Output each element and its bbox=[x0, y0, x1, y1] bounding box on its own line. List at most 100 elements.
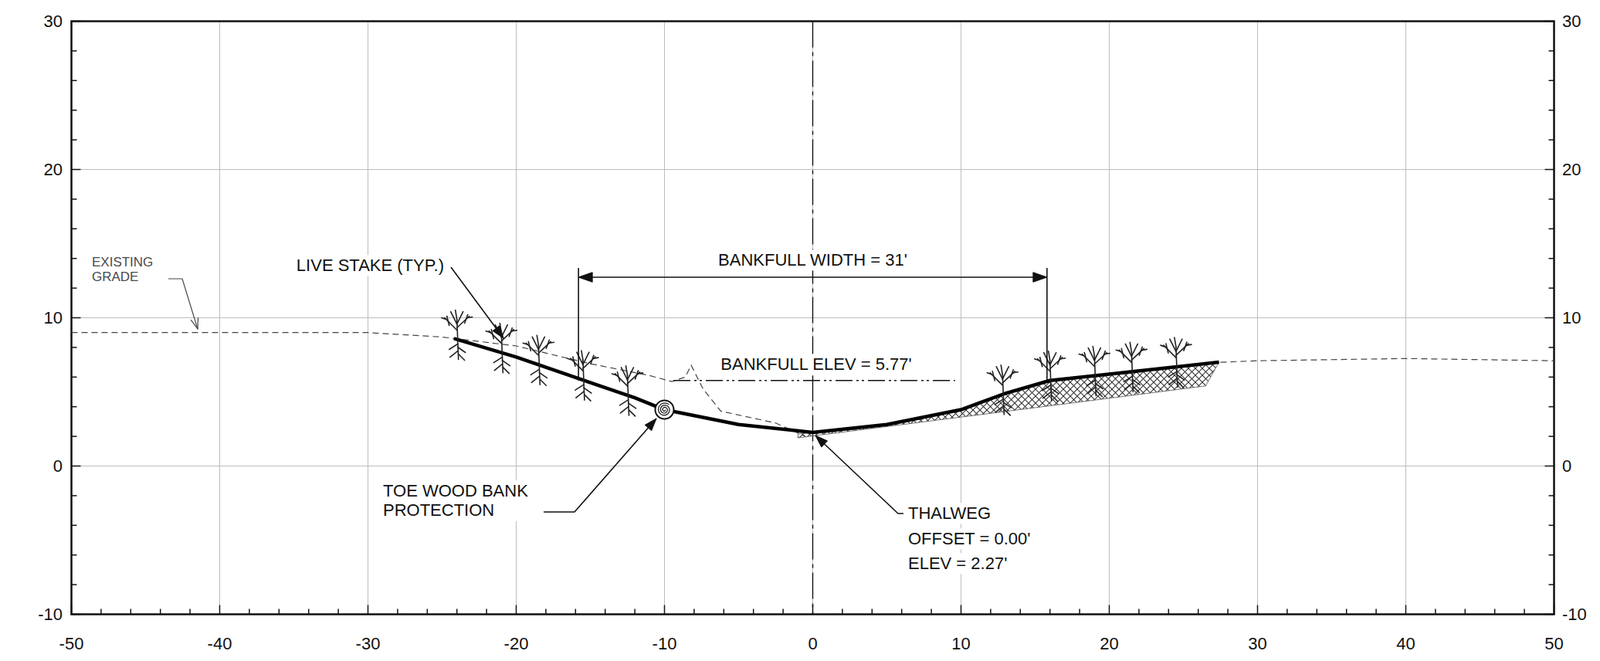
stake-stroke bbox=[1003, 402, 1011, 408]
stake-stroke bbox=[447, 316, 450, 326]
tick bbox=[1549, 138, 1555, 141]
tick bbox=[930, 609, 933, 615]
tick bbox=[71, 80, 78, 82]
stake-stroke bbox=[1043, 392, 1051, 399]
live-stake-symbol bbox=[1115, 342, 1147, 393]
tick bbox=[71, 554, 78, 556]
stake-stroke bbox=[1048, 351, 1051, 361]
stake-stroke bbox=[1003, 409, 1011, 416]
tick bbox=[278, 609, 281, 615]
tick bbox=[71, 406, 78, 408]
stake-stroke bbox=[635, 370, 639, 380]
leader-arrowhead bbox=[492, 325, 504, 339]
stake-stroke bbox=[620, 400, 629, 406]
tick bbox=[71, 228, 78, 231]
bankfull-width-label: BANKFULL WIDTH = 31' bbox=[715, 249, 910, 271]
stake-stroke bbox=[1002, 374, 1004, 415]
tick bbox=[1545, 317, 1555, 319]
axis-number: -10 bbox=[1559, 603, 1590, 625]
extension-line bbox=[1046, 267, 1048, 381]
leader-line bbox=[142, 278, 198, 329]
stake-stroke bbox=[590, 355, 594, 364]
tick bbox=[100, 609, 102, 615]
stake-stroke bbox=[617, 372, 621, 382]
stake-stroke bbox=[1124, 383, 1133, 390]
stake-stroke bbox=[1168, 371, 1177, 377]
stake-stroke bbox=[583, 387, 592, 394]
stake-stroke bbox=[1132, 379, 1140, 385]
tick bbox=[1020, 609, 1022, 615]
tick bbox=[248, 609, 251, 615]
stake-stroke bbox=[620, 406, 629, 414]
stake-stroke bbox=[994, 399, 1004, 405]
tick bbox=[71, 494, 78, 497]
dimension-line bbox=[578, 276, 1048, 278]
stake-stroke bbox=[1131, 343, 1138, 356]
stake-stroke bbox=[457, 347, 466, 353]
axis-number: -20 bbox=[501, 633, 532, 655]
dimension-arrowhead bbox=[578, 272, 593, 283]
stake-stroke bbox=[1050, 352, 1057, 366]
stake-stroke bbox=[1034, 359, 1040, 361]
live-stake-symbol bbox=[1034, 351, 1066, 402]
stake-stroke bbox=[1095, 390, 1102, 397]
stake-stroke bbox=[593, 357, 599, 359]
stake-stroke bbox=[628, 403, 637, 409]
axis-number: -10 bbox=[35, 603, 65, 625]
tick bbox=[693, 609, 695, 615]
live-stake-symbol bbox=[441, 310, 473, 361]
tick bbox=[1549, 583, 1555, 586]
live-stake-symbol bbox=[612, 366, 644, 417]
tick bbox=[71, 257, 78, 260]
tick bbox=[71, 198, 78, 200]
tick bbox=[337, 609, 339, 615]
axis-number: 30 bbox=[1559, 10, 1584, 32]
tick bbox=[71, 605, 73, 615]
stake-stroke bbox=[612, 373, 617, 376]
stake-stroke bbox=[1010, 369, 1014, 379]
leader-line bbox=[815, 435, 904, 514]
tick bbox=[1549, 554, 1555, 556]
tick bbox=[1549, 435, 1555, 438]
stake-stroke bbox=[539, 379, 546, 386]
stake-stroke bbox=[441, 318, 447, 320]
toe-wood-label: TOE WOOD BANK PROTECTION bbox=[380, 480, 544, 522]
axis-number: 0 bbox=[1559, 455, 1574, 477]
tick bbox=[456, 609, 458, 615]
stake-stroke bbox=[485, 331, 491, 333]
axis-number: 40 bbox=[1393, 633, 1417, 655]
stake-stroke bbox=[1050, 388, 1059, 394]
tick bbox=[575, 609, 577, 615]
stake-stroke bbox=[1142, 349, 1147, 350]
stake-stroke bbox=[494, 364, 502, 371]
live-stake-symbol bbox=[522, 335, 554, 386]
live-stake-symbol bbox=[986, 365, 1018, 416]
stake-stroke bbox=[572, 356, 576, 367]
tick bbox=[308, 609, 310, 615]
stake-stroke bbox=[538, 372, 547, 378]
tick bbox=[664, 605, 666, 615]
bankfull-elev-line bbox=[673, 379, 956, 381]
tick bbox=[189, 609, 191, 615]
stake-stroke bbox=[450, 351, 458, 358]
dimension-arrowhead bbox=[1033, 272, 1048, 283]
axis-number: 20 bbox=[1097, 633, 1121, 655]
stake-stroke bbox=[1084, 352, 1087, 363]
tick bbox=[1553, 605, 1556, 615]
stake-stroke bbox=[1121, 348, 1124, 358]
live-stake-symbol bbox=[485, 323, 517, 374]
stake-stroke bbox=[1176, 346, 1178, 387]
stake-stroke bbox=[501, 360, 510, 367]
tick bbox=[1108, 605, 1111, 615]
axis-number: 20 bbox=[1559, 159, 1584, 180]
tick bbox=[1545, 613, 1555, 616]
tick bbox=[71, 525, 78, 527]
tick bbox=[396, 609, 399, 615]
leader-arrowhead bbox=[815, 435, 828, 448]
axis-number: 10 bbox=[1559, 307, 1584, 329]
stake-stroke bbox=[538, 344, 540, 385]
stake-stroke bbox=[528, 341, 531, 351]
axis-number: 10 bbox=[41, 307, 65, 329]
stake-stroke bbox=[629, 410, 636, 417]
stake-stroke bbox=[1105, 353, 1110, 355]
